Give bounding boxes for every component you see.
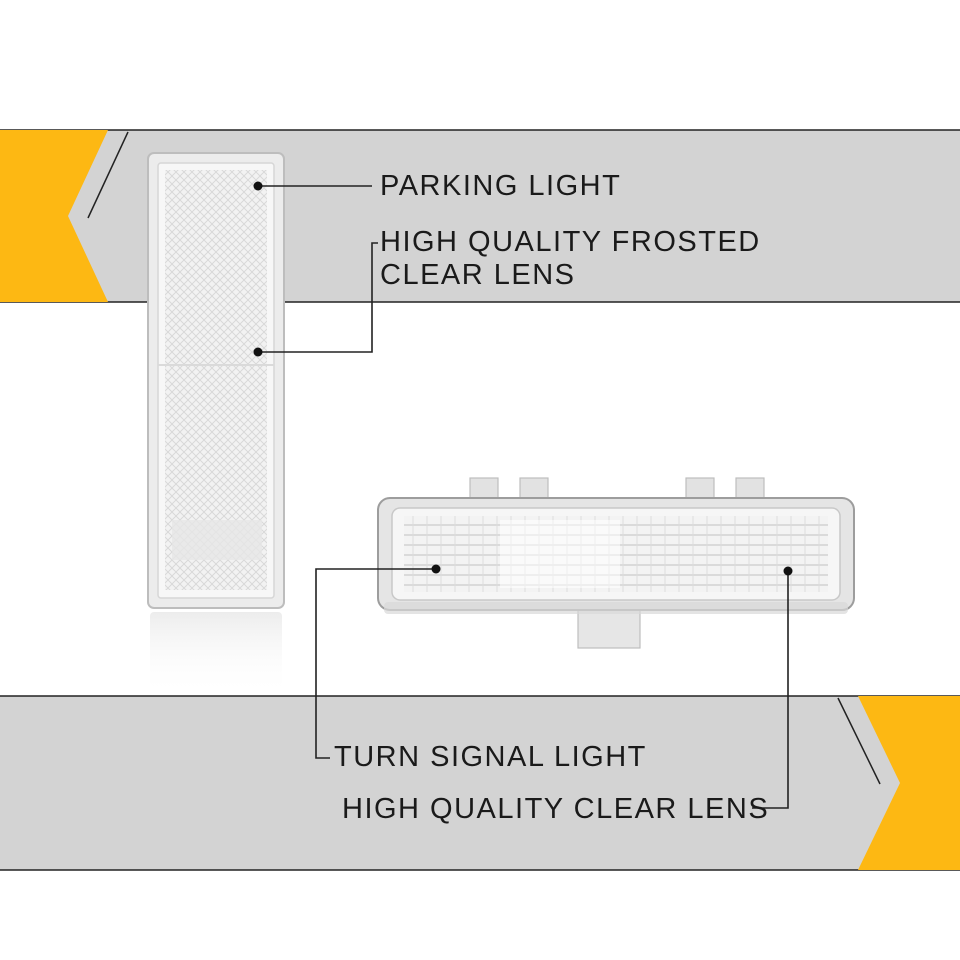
parking-light-lens <box>147 152 285 696</box>
parking-light-dot <box>253 181 263 191</box>
clear-lens-dot <box>783 566 793 576</box>
yellow-arrow-right <box>858 696 960 870</box>
callout-lines <box>258 185 789 809</box>
turn-signal-dot <box>431 564 441 574</box>
parking-light-label: PARKING LIGHT <box>380 170 622 202</box>
frosted-lens-label-line1: HIGH QUALITY FROSTED <box>380 226 761 258</box>
frosted-lens-leader <box>258 242 378 353</box>
clear-lens-leader <box>752 571 789 809</box>
frosted-lens-dot <box>253 347 263 357</box>
frosted-lens-label: HIGH QUALITY FROSTED CLEAR LENS <box>380 226 761 292</box>
frosted-lens-label-line2: CLEAR LENS <box>380 259 576 291</box>
clear-lens-label: HIGH QUALITY CLEAR LENS <box>342 793 770 825</box>
callout-dots <box>253 181 793 576</box>
turn-signal-leader <box>315 568 436 759</box>
yellow-arrow-left <box>0 130 108 302</box>
bottom-banner <box>0 695 960 871</box>
turn-signal-label: TURN SIGNAL LIGHT <box>334 741 647 773</box>
turn-signal-lens <box>377 477 855 649</box>
